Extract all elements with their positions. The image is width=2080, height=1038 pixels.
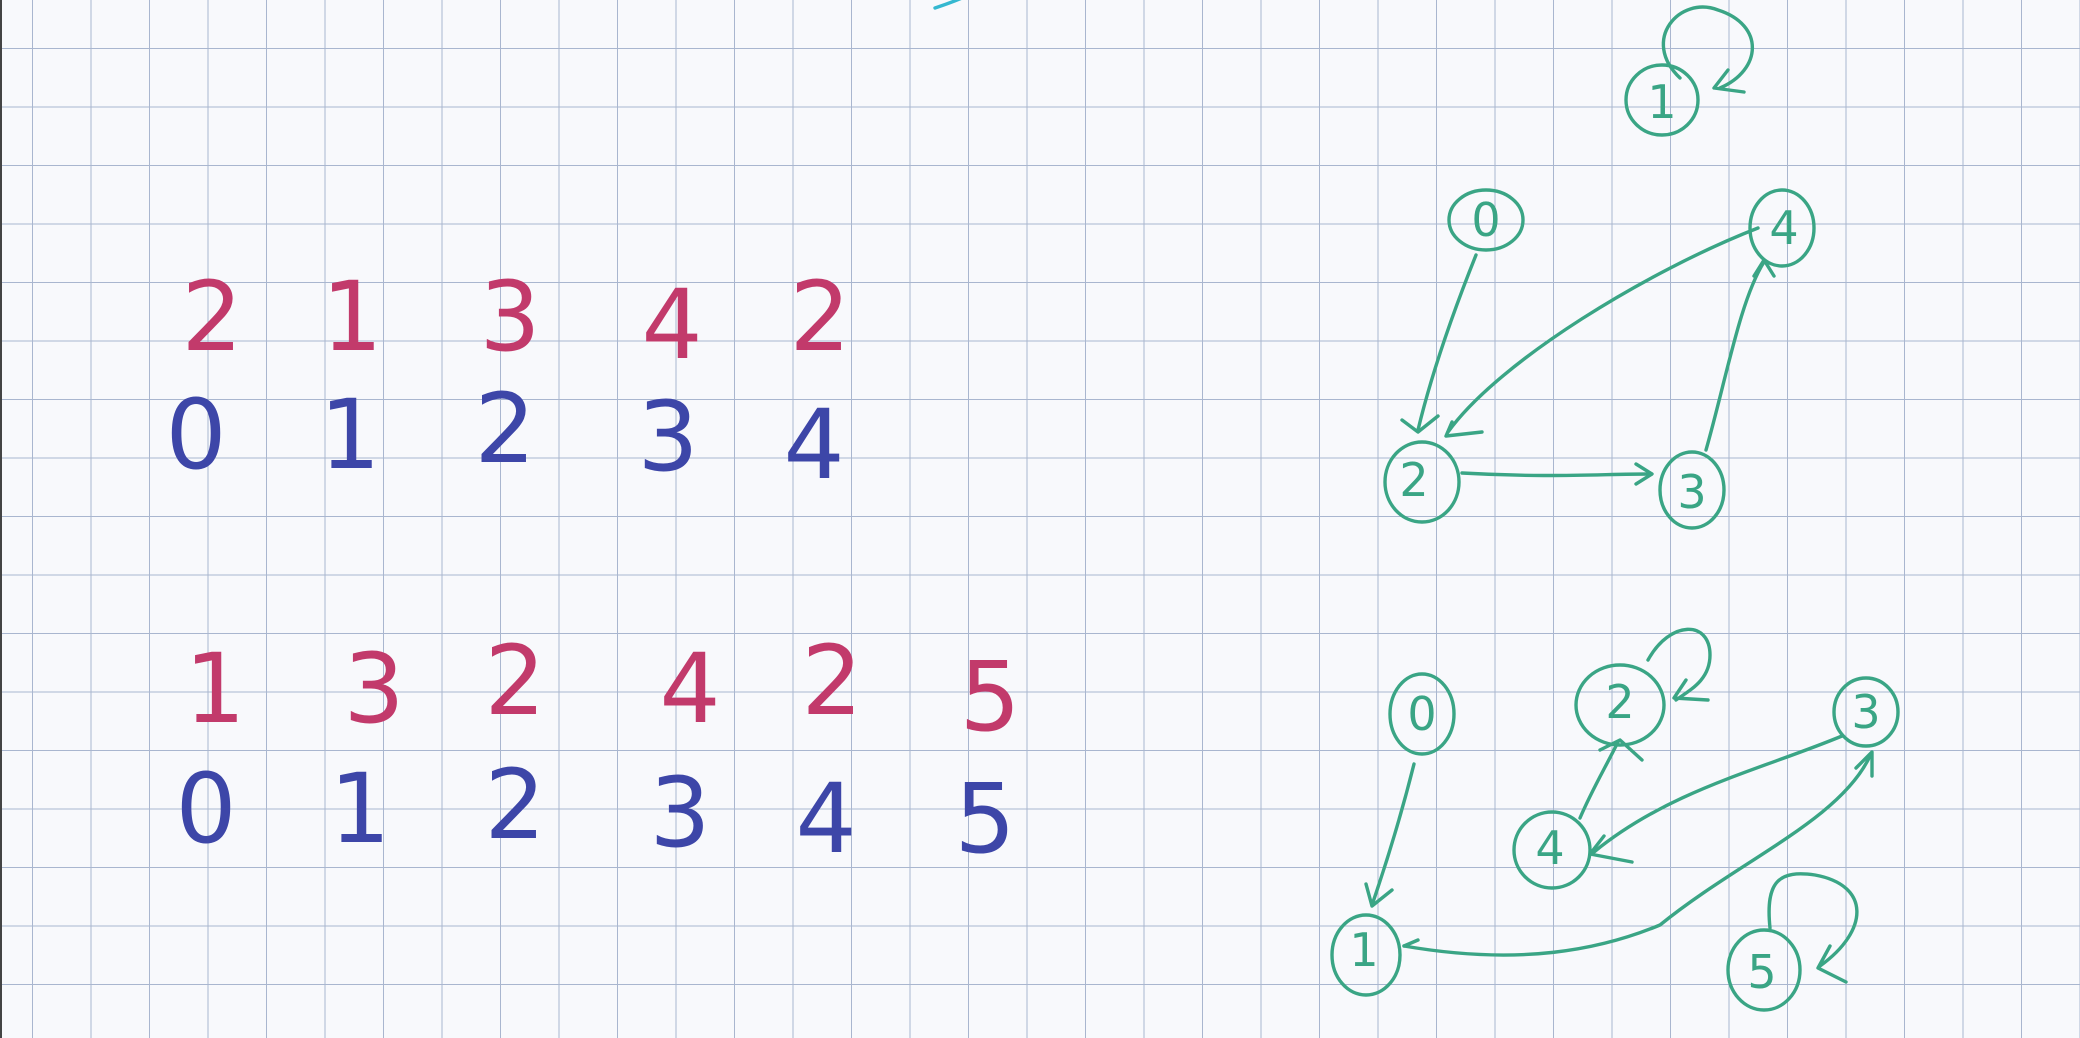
- graph1-edge-arrowhead: [1444, 420, 1484, 438]
- graph1-edge-2-to-3: [1460, 471, 1652, 478]
- graph2-node-label: 3: [1851, 685, 1880, 739]
- graph2-node-label: 1: [1349, 923, 1378, 977]
- array2-index: 2: [484, 749, 545, 861]
- graph1-node-4-circle: [1748, 188, 1816, 268]
- graph1-node-3-circle: [1658, 450, 1726, 530]
- graph2-edge-arrowhead: [1816, 944, 1848, 984]
- array2-index: 5: [954, 763, 1015, 875]
- array1-value: 1: [321, 261, 382, 373]
- array1-index: 1: [319, 379, 380, 491]
- graph2-self-loop-5: [1767, 872, 1859, 968]
- array2-index: 4: [795, 763, 856, 875]
- graph1-node-2-circle: [1383, 440, 1461, 524]
- graph1-node-0-circle: [1447, 188, 1525, 252]
- array2-value: 4: [659, 633, 720, 745]
- graph2-edge-arrowhead: [1854, 750, 1874, 778]
- array2-value: 2: [484, 625, 545, 737]
- graph2-node-5-circle: [1726, 928, 1802, 1012]
- array1-values-row: 2 1 3 4 2: [181, 261, 850, 381]
- array2: 1 3 2 4 2 5 0 1 2 3 4 5: [175, 625, 1020, 875]
- graph2-edge-4-to-2: [1578, 740, 1620, 820]
- array2-value: 3: [343, 633, 404, 745]
- graph1-edge-4-to-2: [1446, 226, 1760, 434]
- graph1-edge-3-to-4: [1704, 260, 1766, 452]
- graph1-node-label: 4: [1769, 201, 1798, 255]
- array1-index: 4: [783, 389, 844, 501]
- graph2-edge-0-to-1: [1370, 762, 1416, 907]
- graph2-edge-arrowhead: [1364, 882, 1394, 908]
- graph1-node-label: 2: [1399, 453, 1428, 507]
- graph2-node-2-circle: [1574, 663, 1666, 747]
- array2-value: 2: [801, 625, 862, 737]
- graph2: 0 1 2 3 4 5: [1330, 627, 1900, 1012]
- graph2-node-0-circle: [1388, 672, 1456, 756]
- graph2-edge-arrowhead: [1598, 738, 1644, 762]
- array1-index: 3: [637, 381, 698, 493]
- graph1-node-label: 3: [1677, 465, 1706, 519]
- array1-value: 2: [789, 261, 850, 373]
- graph2-edge-arrowhead: [1672, 678, 1710, 702]
- graph1-self-loop-1: [1661, 5, 1755, 90]
- array2-indices-row: 0 1 2 3 4 5: [175, 749, 1015, 875]
- array1-value: 2: [181, 261, 242, 373]
- array1-value: 3: [479, 261, 540, 373]
- graph1-node-label: 1: [1647, 75, 1676, 129]
- graph2-edge-1-to-3: [1402, 754, 1872, 957]
- graph1-edge-0-to-2: [1416, 253, 1478, 432]
- array2-values-row: 1 3 2 4 2 5: [184, 625, 1020, 753]
- array2-index: 1: [329, 753, 390, 865]
- graph2-node-label: 4: [1535, 821, 1564, 875]
- array2-index: 0: [175, 753, 236, 865]
- array1-value: 4: [641, 269, 702, 381]
- array1-index: 0: [165, 379, 226, 491]
- array1: 2 1 3 4 2 0 1 2 3 4: [165, 261, 850, 501]
- graph2-edge-3-to-4: [1592, 734, 1844, 854]
- graph1-edge-arrowhead: [1712, 68, 1746, 94]
- array1-index: 2: [474, 373, 535, 485]
- array2-value: 1: [184, 633, 245, 745]
- graph2-node-3-circle: [1832, 676, 1900, 748]
- graph2-node-4-circle: [1512, 810, 1592, 890]
- graph1-node-label: 0: [1471, 193, 1500, 247]
- graph2-node-1-circle: [1330, 913, 1402, 997]
- graph1: 0 1 2 3 4: [1383, 5, 1816, 530]
- graph2-edge-arrowhead: [1402, 938, 1420, 948]
- graph2-node-label: 5: [1747, 945, 1776, 999]
- graph2-self-loop-2: [1646, 627, 1712, 702]
- graph1-edge-arrowhead: [1400, 414, 1440, 434]
- graph1-edge-arrowhead: [1634, 462, 1654, 486]
- canvas-left-border: [0, 0, 2, 1038]
- cyan-pen-mark: [933, 0, 962, 10]
- array2-value: 5: [959, 641, 1020, 753]
- array2-index: 3: [649, 757, 710, 869]
- array1-indices-row: 0 1 2 3 4: [165, 373, 844, 501]
- graph1-node-1-circle: [1624, 63, 1700, 137]
- graph2-node-label: 0: [1407, 687, 1436, 741]
- graph2-node-label: 2: [1605, 675, 1634, 729]
